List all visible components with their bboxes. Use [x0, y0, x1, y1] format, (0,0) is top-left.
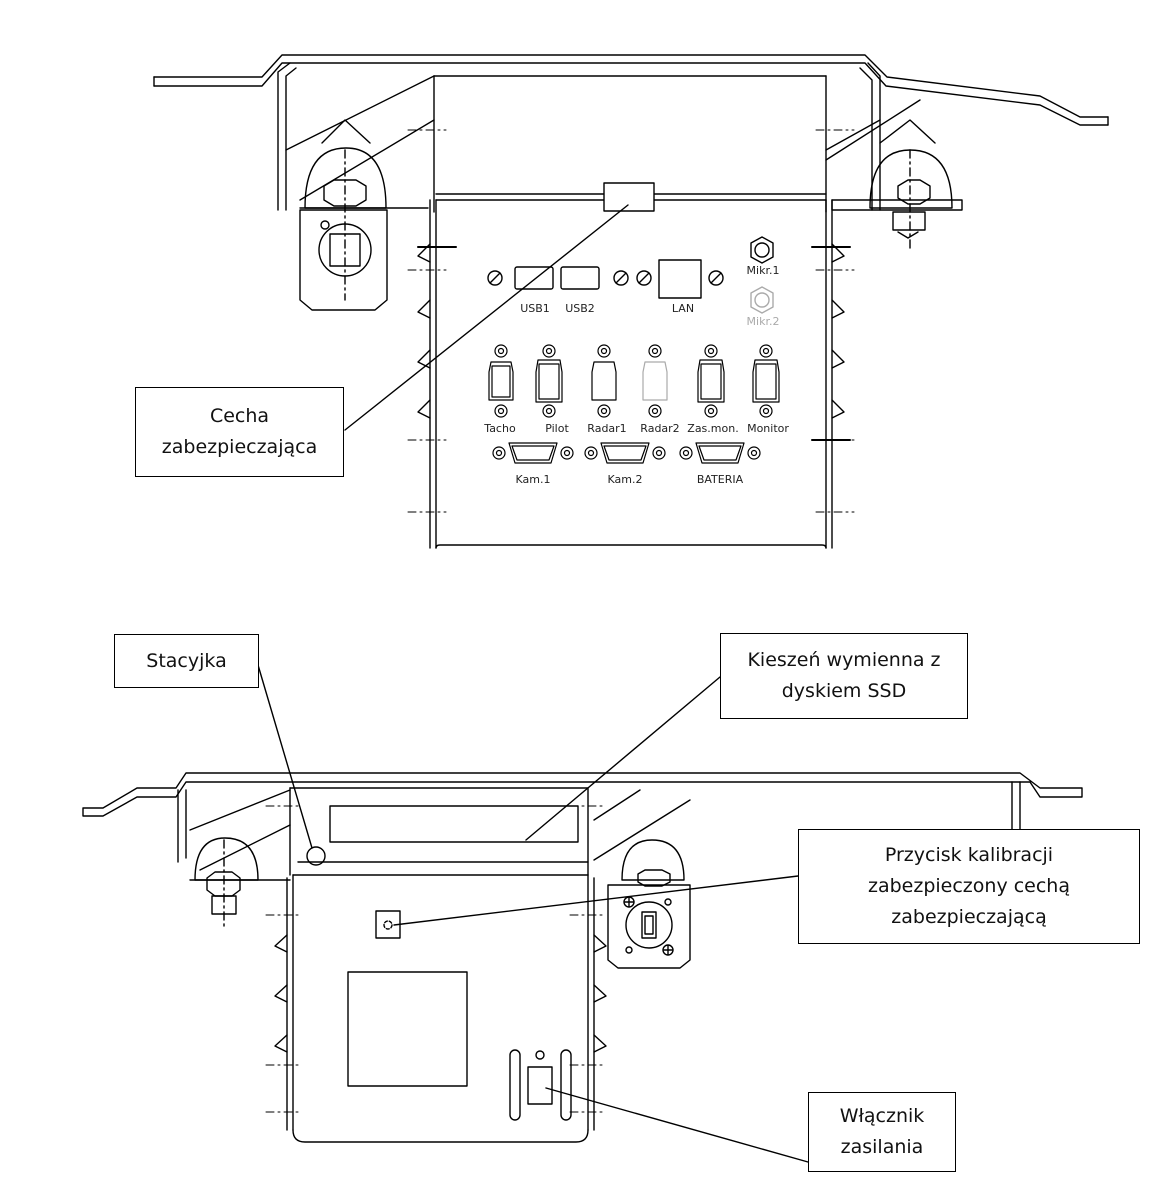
port-labels: USB1 USB2 LAN Mikr.1 Mikr.2 Tacho Pilot …: [483, 264, 789, 486]
label-pilot: Pilot: [545, 422, 569, 435]
top-mounting-bracket: [153, 54, 1109, 211]
horizontal-connectors: [492, 442, 761, 464]
callout-security-feature-text: Cecha zabezpieczająca: [161, 405, 318, 458]
label-kam1: Kam.1: [516, 473, 551, 486]
label-radar1: Radar1: [587, 422, 626, 435]
callout-security-feature: Cecha zabezpieczająca: [135, 387, 344, 477]
callout-power-switch: Włącznik zasilania: [808, 1092, 956, 1172]
callout-ignition-switch-text: Stacyjka: [146, 649, 227, 672]
bottom-side-fins: [274, 934, 607, 1053]
bottom-main-housing: [286, 787, 595, 1143]
label-bateria: BATERIA: [697, 473, 744, 486]
label-kam2: Kam.2: [608, 473, 643, 486]
label-lan: LAN: [672, 302, 694, 315]
security-seal: [603, 182, 655, 212]
bottom-left-mount: [189, 789, 291, 931]
bottom-right-mount: [593, 789, 691, 969]
usb-lan-panel: [487, 236, 774, 314]
label-radar2: Radar2: [640, 422, 679, 435]
label-monitor: Monitor: [747, 422, 789, 435]
callout-calibration-button: Przycisk kalibracji zabezpieczony cechą …: [798, 829, 1140, 944]
label-usb1: USB1: [520, 302, 550, 315]
leader-lines: [257, 204, 809, 1163]
callout-ssd-drive-bay-text: Kieszeń wymienna z dyskiem SSD: [747, 649, 941, 702]
label-tacho: Tacho: [483, 422, 516, 435]
bottom-centerlines: [265, 805, 605, 1113]
label-zas-mon: Zas.mon.: [687, 422, 738, 435]
top-side-fins: [417, 243, 845, 419]
vertical-connectors: [488, 344, 780, 418]
top-right-mount: [825, 99, 963, 253]
callout-power-switch-text: Włącznik zasilania: [839, 1105, 925, 1158]
callout-ssd-drive-bay: Kieszeń wymienna z dyskiem SSD: [720, 633, 968, 719]
callout-calibration-button-text: Przycisk kalibracji zabezpieczony cechą …: [867, 844, 1070, 928]
top-left-mount: [285, 75, 435, 311]
label-usb2: USB2: [565, 302, 595, 315]
callout-ignition-switch: Stacyjka: [114, 634, 259, 688]
label-mikr1: Mikr.1: [747, 264, 780, 277]
label-mikr2: Mikr.2: [747, 315, 780, 328]
top-centerline-ticks: [417, 246, 851, 441]
